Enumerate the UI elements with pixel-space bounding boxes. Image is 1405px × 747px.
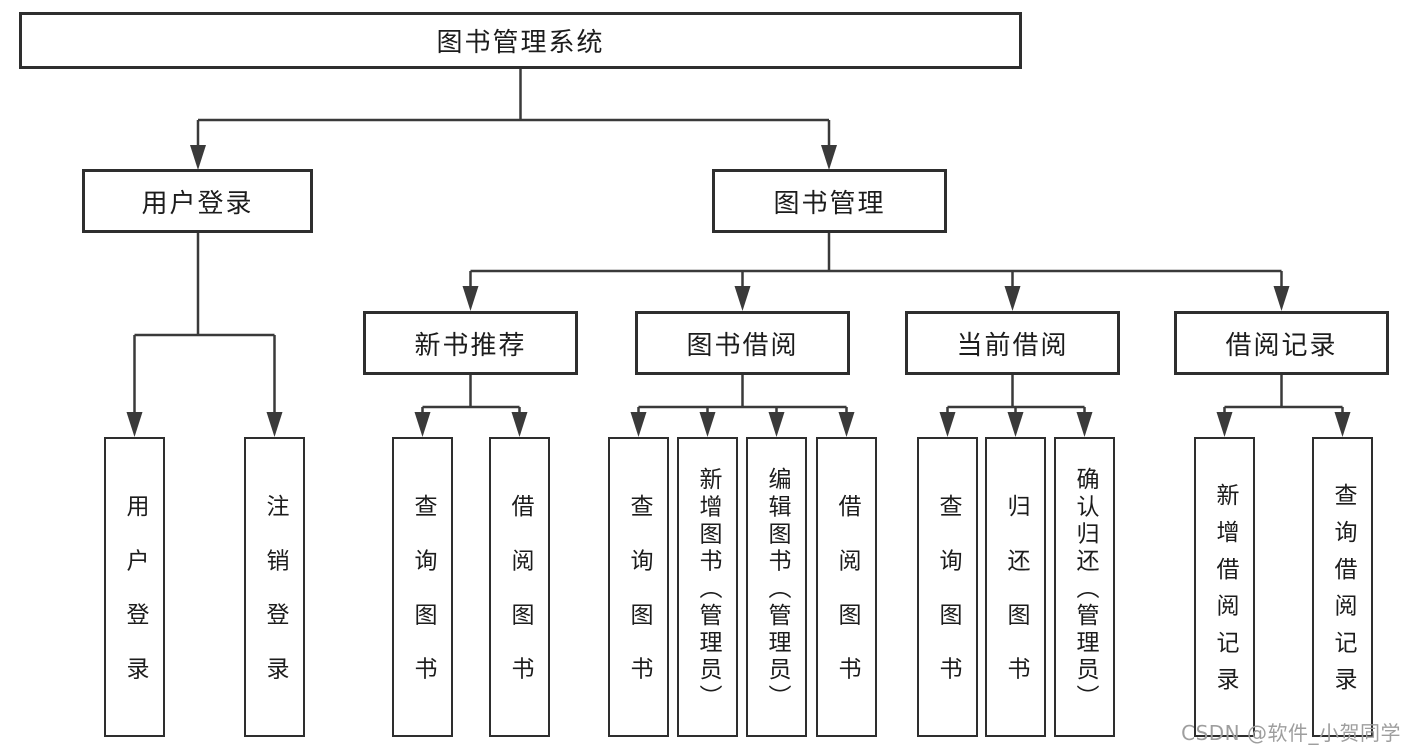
node-label: 新增图书（管理员） — [695, 466, 721, 712]
arrowhead-icon — [939, 412, 956, 437]
arrowhead-icon — [1216, 412, 1233, 437]
arrowhead-icon — [1273, 286, 1290, 311]
node-label: 查询图书 — [626, 494, 652, 711]
connector-book-management — [462, 233, 1290, 311]
arrowhead-icon — [630, 412, 647, 437]
leaf-add-book-admin: 新增图书（管理员） — [677, 437, 738, 737]
connector-book-borrow — [630, 375, 855, 437]
arrowhead-icon — [266, 412, 283, 437]
node-label: 用户登录 — [122, 494, 148, 711]
node-label: 借阅图书 — [834, 494, 860, 711]
node-book-borrow: 图书借阅 — [635, 311, 850, 375]
arrowhead-icon — [126, 412, 143, 437]
node-label: 新增借阅记录 — [1212, 483, 1238, 705]
node-borrow-records: 借阅记录 — [1174, 311, 1389, 375]
node-label: 图书管理 — [773, 188, 886, 219]
leaf-return-book: 归还图书 — [985, 437, 1046, 737]
arrowhead-icon — [838, 412, 855, 437]
leaf-query-books-recommend: 查询图书 — [392, 437, 453, 737]
arrowhead-icon — [1004, 286, 1021, 311]
node-label: 图书借阅 — [686, 330, 799, 361]
leaf-borrow-books-recommend: 借阅图书 — [489, 437, 550, 737]
connector-line — [133, 233, 276, 414]
connector-user-login — [126, 233, 283, 437]
connector-line — [1223, 375, 1344, 414]
node-library-management-system: 图书管理系统 — [19, 12, 1022, 69]
leaf-confirm-return-admin: 确认归还（管理员） — [1054, 437, 1115, 737]
leaf-query-books-borrow: 查询图书 — [608, 437, 669, 737]
node-label: 当前借阅 — [956, 330, 1069, 361]
node-label: 查询借阅记录 — [1330, 483, 1356, 705]
node-label: 用户登录 — [141, 188, 254, 219]
connector-new-book-recommend — [414, 375, 528, 437]
node-current-borrow: 当前借阅 — [905, 311, 1120, 375]
connector-line — [421, 375, 521, 414]
connector-line — [196, 69, 831, 147]
leaf-logout-login: 注销登录 — [244, 437, 305, 737]
node-label: 编辑图书（管理员） — [764, 466, 790, 712]
leaf-edit-book-admin: 编辑图书（管理员） — [746, 437, 807, 737]
node-label: 图书管理系统 — [436, 28, 605, 58]
arrowhead-icon — [1334, 412, 1351, 437]
node-book-management: 图书管理 — [712, 169, 947, 233]
node-label: 借阅图书 — [507, 494, 533, 711]
node-label: 查询图书 — [410, 494, 436, 711]
node-label: 确认归还（管理员） — [1072, 466, 1098, 712]
node-label: 查询图书 — [935, 494, 961, 711]
leaf-user-login: 用户登录 — [104, 437, 165, 737]
node-new-book-recommend: 新书推荐 — [363, 311, 578, 375]
arrowhead-icon — [190, 145, 206, 170]
arrowhead-icon — [462, 286, 479, 311]
node-label: 注销登录 — [262, 494, 288, 711]
node-label: 借阅记录 — [1225, 330, 1338, 361]
connector-line — [946, 375, 1086, 414]
connector-current-borrow — [939, 375, 1093, 437]
watermark: CSDN @软件_小贺同学 — [1181, 721, 1401, 745]
leaf-add-borrow-record: 新增借阅记录 — [1194, 437, 1255, 737]
node-label: 新书推荐 — [414, 330, 527, 361]
leaf-query-books-current: 查询图书 — [917, 437, 978, 737]
arrowhead-icon — [768, 412, 785, 437]
leaf-borrow-books-borrow: 借阅图书 — [816, 437, 877, 737]
arrowhead-icon — [1007, 412, 1024, 437]
leaf-query-borrow-record: 查询借阅记录 — [1312, 437, 1373, 737]
arrowhead-icon — [511, 412, 528, 437]
connector-root — [190, 69, 837, 170]
node-user-login: 用户登录 — [82, 169, 313, 233]
arrowhead-icon — [1076, 412, 1093, 437]
connector-borrow-records — [1216, 375, 1351, 437]
arrowhead-icon — [734, 286, 751, 311]
connector-line — [469, 233, 1283, 288]
node-label: 归还图书 — [1003, 494, 1029, 711]
arrowhead-icon — [699, 412, 716, 437]
arrowhead-icon — [821, 145, 837, 170]
connector-line — [637, 375, 848, 414]
arrowhead-icon — [414, 412, 431, 437]
